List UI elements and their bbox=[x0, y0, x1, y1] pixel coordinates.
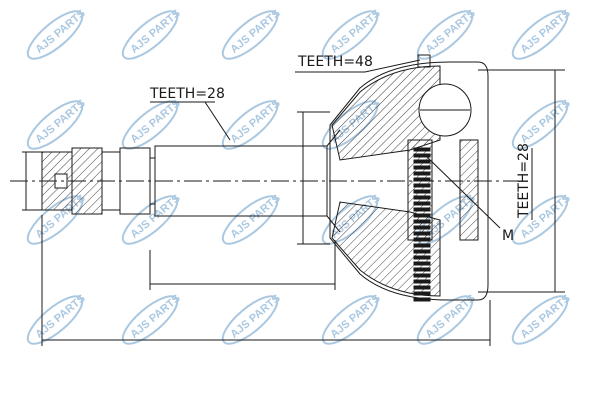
abs-tooth bbox=[413, 291, 431, 296]
brand-watermark: AJS PARTS bbox=[511, 292, 573, 345]
abs-tooth bbox=[413, 249, 431, 254]
abs-tooth bbox=[413, 153, 431, 158]
abs-tooth bbox=[413, 201, 431, 206]
thread-label: M bbox=[502, 228, 514, 244]
abs-tooth bbox=[413, 183, 431, 188]
brand-watermark: AJS PARTS bbox=[121, 7, 183, 60]
housing-lug bbox=[417, 54, 431, 68]
teeth-shaft-label: TEETH=28 bbox=[149, 86, 225, 102]
abs-tooth bbox=[413, 165, 431, 170]
joint-body bbox=[10, 54, 565, 346]
teeth-inner-label: TEETH=28 bbox=[516, 143, 532, 219]
abs-tooth bbox=[413, 243, 431, 248]
abs-tooth bbox=[413, 171, 431, 176]
brand-watermark: AJS PARTS bbox=[26, 7, 88, 60]
abs-tooth bbox=[413, 147, 431, 152]
leader-outer-teeth bbox=[364, 59, 421, 73]
brand-watermark: AJS PARTS bbox=[121, 292, 183, 345]
leader-shaft-teeth bbox=[204, 101, 231, 141]
brand-watermark: AJS PARTS bbox=[321, 292, 383, 345]
abs-tooth bbox=[413, 285, 431, 290]
brand-watermark: AJS PARTS bbox=[121, 192, 183, 245]
brand-watermark: AJS PARTS bbox=[221, 7, 283, 60]
brand-watermark: AJS PARTS bbox=[26, 97, 88, 150]
brand-watermark: AJS PARTS bbox=[511, 7, 573, 60]
abs-tooth bbox=[413, 279, 431, 284]
abs-tooth bbox=[413, 297, 431, 302]
abs-tooth bbox=[413, 261, 431, 266]
housing-hatch-upper bbox=[331, 65, 441, 161]
abs-tooth bbox=[413, 189, 431, 194]
abs-tooth bbox=[413, 219, 431, 224]
abs-tooth bbox=[413, 267, 431, 272]
brand-watermark: AJS PARTS bbox=[221, 192, 283, 245]
abs-tooth bbox=[413, 213, 431, 218]
abs-ring bbox=[413, 147, 431, 302]
abs-tooth bbox=[413, 195, 431, 200]
brand-watermark: AJS PARTS bbox=[26, 292, 88, 345]
outer-race bbox=[459, 139, 479, 241]
brand-watermark: AJS PARTS bbox=[416, 7, 478, 60]
abs-tooth bbox=[413, 231, 431, 236]
abs-tooth bbox=[413, 273, 431, 278]
teeth-outer-label: TEETH=48 bbox=[297, 54, 373, 70]
brand-watermark: AJS PARTS bbox=[221, 292, 283, 345]
bell-housing bbox=[329, 61, 489, 301]
abs-tooth bbox=[413, 159, 431, 164]
leader-thread bbox=[424, 154, 501, 229]
abs-tooth bbox=[413, 225, 431, 230]
brand-watermark: AJS PARTS bbox=[416, 292, 478, 345]
abs-tooth bbox=[413, 237, 431, 242]
abs-tooth bbox=[413, 207, 431, 212]
abs-tooth bbox=[413, 255, 431, 260]
